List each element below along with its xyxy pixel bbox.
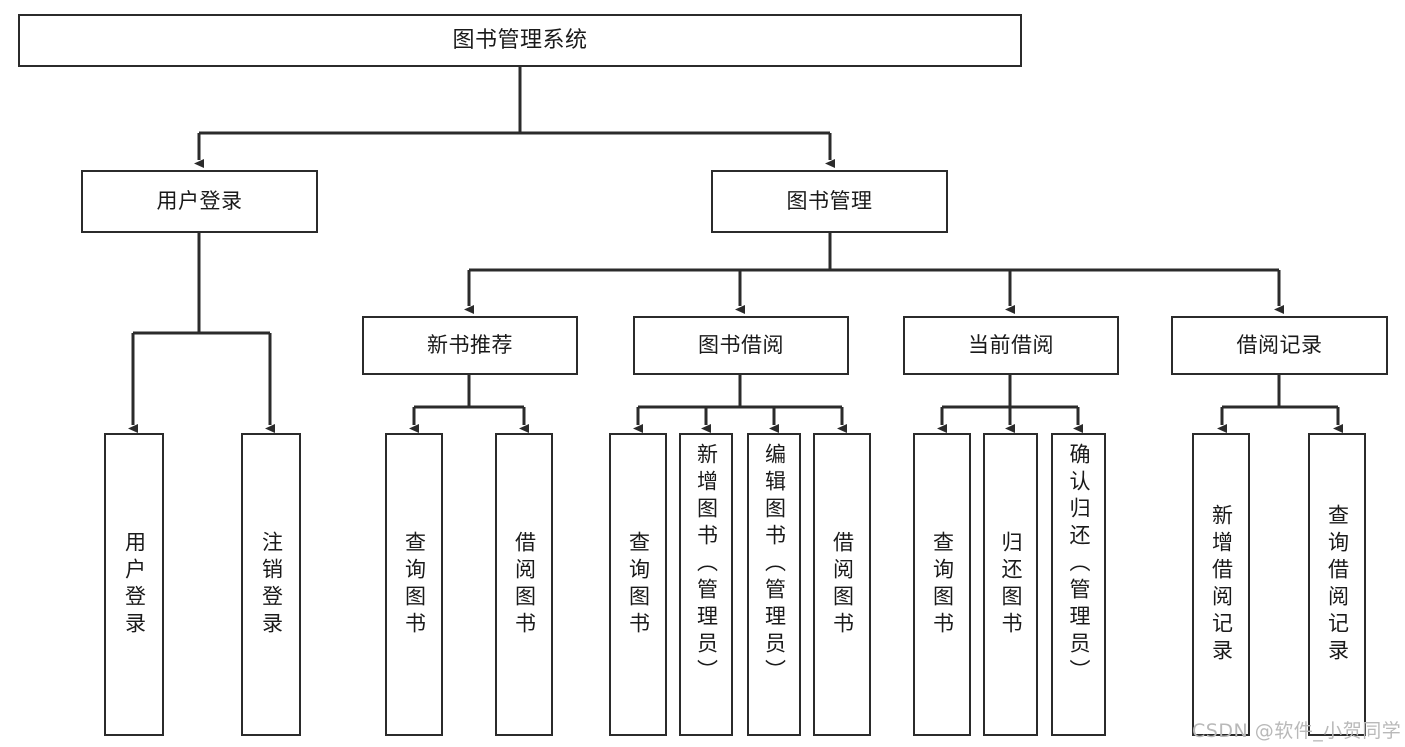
node-label: 图书管理 bbox=[786, 189, 873, 214]
node-label: 图书管理系统 bbox=[452, 27, 588, 53]
node-label: 注销登录 bbox=[259, 530, 284, 639]
node-leaf-borrow-book-borrow[interactable]: 借阅图书 bbox=[813, 433, 871, 736]
node-label: 查询借阅记录 bbox=[1325, 503, 1350, 666]
node-new-book-recommend[interactable]: 新书推荐 bbox=[362, 316, 578, 375]
node-current-borrow[interactable]: 当前借阅 bbox=[903, 316, 1119, 375]
node-leaf-query-borrow-record[interactable]: 查询借阅记录 bbox=[1308, 433, 1366, 736]
node-leaf-query-book-current[interactable]: 查询图书 bbox=[913, 433, 971, 736]
node-label: 借阅图书 bbox=[830, 530, 855, 639]
node-label: 新增借阅记录 bbox=[1209, 503, 1234, 666]
node-leaf-return-book[interactable]: 归还图书 bbox=[983, 433, 1038, 736]
node-leaf-add-book-admin[interactable]: 新增图书（管理员） bbox=[679, 433, 733, 736]
node-label: 借阅记录 bbox=[1236, 333, 1323, 358]
node-borrow-record[interactable]: 借阅记录 bbox=[1171, 316, 1388, 375]
node-leaf-user-login[interactable]: 用户登录 bbox=[104, 433, 164, 736]
node-label: 编辑图书（管理员） bbox=[762, 443, 787, 686]
node-label: 用户登录 bbox=[156, 189, 243, 214]
node-leaf-add-borrow-record[interactable]: 新增借阅记录 bbox=[1192, 433, 1250, 736]
node-label: 查询图书 bbox=[402, 530, 427, 639]
node-label: 图书借阅 bbox=[698, 333, 784, 358]
node-leaf-query-book-borrow[interactable]: 查询图书 bbox=[609, 433, 667, 736]
node-label: 用户登录 bbox=[122, 530, 147, 639]
node-leaf-query-book-new-recommend[interactable]: 查询图书 bbox=[385, 433, 443, 736]
node-label: 归还图书 bbox=[999, 530, 1023, 639]
csdn-watermark: CSDN @软件_小贺同学 bbox=[1192, 720, 1402, 742]
node-user-login[interactable]: 用户登录 bbox=[81, 170, 318, 233]
node-label: 确认归还（管理员） bbox=[1067, 443, 1091, 686]
node-leaf-confirm-return-admin[interactable]: 确认归还（管理员） bbox=[1051, 433, 1106, 736]
node-label: 查询图书 bbox=[626, 530, 651, 639]
node-leaf-borrow-book-new-recommend[interactable]: 借阅图书 bbox=[495, 433, 553, 736]
node-label: 当前借阅 bbox=[968, 333, 1054, 358]
node-label: 新增图书（管理员） bbox=[694, 443, 719, 686]
node-leaf-logout-login[interactable]: 注销登录 bbox=[241, 433, 301, 736]
node-label: 新书推荐 bbox=[427, 333, 513, 358]
node-label: 查询图书 bbox=[930, 530, 955, 639]
node-label: 借阅图书 bbox=[512, 530, 537, 639]
node-root-book-management-system[interactable]: 图书管理系统 bbox=[18, 14, 1022, 67]
node-book-manage[interactable]: 图书管理 bbox=[711, 170, 948, 233]
node-leaf-edit-book-admin[interactable]: 编辑图书（管理员） bbox=[747, 433, 801, 736]
node-book-borrow[interactable]: 图书借阅 bbox=[633, 316, 849, 375]
